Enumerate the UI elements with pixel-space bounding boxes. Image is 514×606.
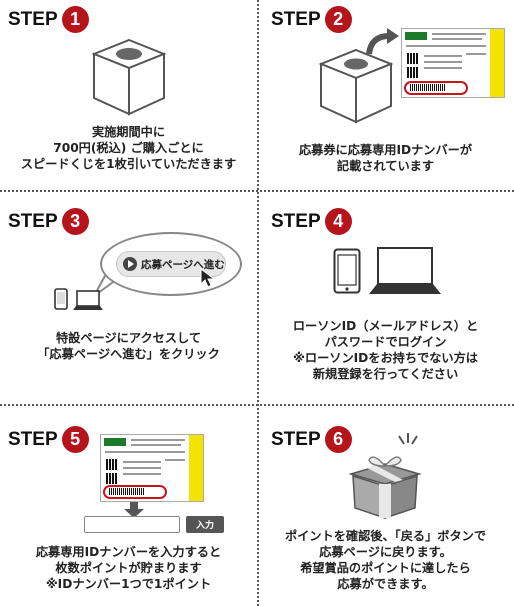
id-number-input[interactable]	[84, 516, 180, 533]
proceed-to-entry-button[interactable]: 応募ページへ進む	[116, 251, 226, 277]
step-label: STEP	[8, 210, 58, 232]
coupon-line	[466, 53, 486, 55]
caption-line: 特設ページにアクセスして	[55, 331, 202, 345]
coupon-line	[123, 467, 161, 469]
id-number-highlight	[404, 81, 468, 95]
coupon-line	[165, 459, 185, 461]
step-number-badge: 4	[324, 208, 352, 235]
coupon-line	[406, 45, 486, 47]
step-1-panel: STEP 1 実施期間中に 700円(税込) ご購入ごとに スピードくじを1枚引…	[0, 0, 257, 202]
step-number-badge: 3	[61, 208, 89, 235]
play-icon	[123, 257, 137, 271]
step-5-heading: STEP 5	[8, 426, 89, 453]
smartphone-icon	[333, 248, 361, 294]
down-arrow-icon	[124, 502, 144, 518]
step-label: STEP	[271, 428, 321, 450]
step-1-caption: 実施期間中に 700円(税込) ご購入ごとに スピードくじを1枚引いていただきま…	[0, 124, 257, 172]
coupon-yellow-strip	[490, 29, 504, 97]
laptop-icon	[73, 290, 103, 310]
step-2-heading: STEP 2	[271, 6, 352, 33]
caption-line: パスワードでログイン	[324, 335, 447, 349]
step-4-caption: ローソンID（メールアドレス）と パスワードでログイン ※ローソンIDをお持ちで…	[257, 318, 514, 382]
coupon-image	[100, 434, 204, 502]
step-label: STEP	[8, 428, 58, 450]
lottery-box-icon	[92, 38, 166, 116]
qr-code-icon	[407, 67, 418, 78]
coupon-line	[424, 61, 462, 63]
id-number-highlight	[103, 485, 167, 499]
qr-code-icon	[106, 459, 117, 470]
qr-code-icon	[407, 53, 418, 64]
cursor-arrow-icon	[200, 268, 216, 288]
caption-line: 新規登録を行ってください	[312, 367, 459, 381]
proceed-to-entry-label: 応募ページへ進む	[141, 258, 225, 271]
step-3-panel: STEP 3 応募ページへ進む 特設ページにアクセスして 「応募ページへ進む」を…	[0, 202, 257, 404]
caption-line: スピードくじを1枚引いていただきます	[20, 157, 237, 171]
coupon-line	[432, 33, 486, 35]
lottery-box-icon	[319, 48, 393, 124]
coupon-line	[123, 461, 161, 463]
step-6-panel: STEP 6 ポイントを確認後、「戻る」ボタンで 応募ページに戻ります。 希望賞…	[257, 404, 514, 606]
step-label: STEP	[271, 8, 321, 30]
caption-line: ローソンID（メールアドレス）と	[292, 319, 479, 333]
step-5-caption: 応募専用IDナンバーを入力すると 枚数ポイントが貯まります ※IDナンバー1つで…	[0, 544, 257, 592]
caption-line: 応募専用IDナンバーを入力すると	[35, 545, 222, 559]
step-3-caption: 特設ページにアクセスして 「応募ページへ進む」をクリック	[0, 330, 257, 362]
curved-arrow-icon	[366, 28, 399, 55]
step-number-badge: 1	[61, 6, 89, 33]
step-number-badge: 5	[61, 426, 89, 453]
submit-id-button[interactable]: 入力	[186, 516, 224, 533]
divider-column	[257, 0, 259, 606]
caption-line: 応募ができます。	[337, 577, 434, 591]
coupon-line	[424, 55, 462, 57]
step-label: STEP	[8, 8, 58, 30]
speech-bubble: 応募ページへ進む	[100, 232, 242, 296]
caption-line: 枚数ポイントが貯まります	[55, 561, 202, 575]
coupon-line	[131, 439, 185, 441]
step-label: STEP	[271, 210, 321, 232]
coupon-image	[401, 28, 505, 98]
caption-line: 700円(税込) ご購入ごとに	[53, 141, 204, 155]
step-number-badge: 2	[324, 6, 352, 33]
coupon-tag	[104, 438, 126, 446]
step-2-panel: STEP 2 応募券に応募専用	[257, 0, 514, 202]
coupon-line	[131, 444, 181, 446]
step-4-heading: STEP 4	[271, 208, 352, 235]
caption-line: 記載されています	[336, 159, 435, 173]
caption-line: 応募ページに戻ります。	[319, 545, 452, 559]
laptop-icon	[369, 247, 441, 294]
caption-line: ※IDナンバー1つで1ポイント	[45, 577, 212, 591]
barcode-icon	[410, 84, 446, 91]
coupon-line	[432, 38, 482, 40]
barcode-icon	[109, 488, 145, 495]
step-number-badge: 6	[324, 426, 352, 453]
coupon-line	[123, 473, 161, 475]
step-6-heading: STEP 6	[271, 426, 352, 453]
coupon-tag	[405, 32, 427, 40]
coupon-yellow-strip	[189, 435, 203, 501]
caption-line: 応募券に応募専用IDナンバーが	[298, 143, 473, 157]
caption-line: 実施期間中に	[91, 125, 166, 139]
step-6-caption: ポイントを確認後、「戻る」ボタンで 応募ページに戻ります。 希望賞品のポイントに…	[257, 528, 514, 592]
coupon-line	[424, 67, 462, 69]
gift-box-icon	[349, 456, 421, 520]
coupon-line	[105, 451, 185, 453]
caption-line: 希望賞品のポイントに達したら	[300, 561, 471, 575]
step-4-panel: STEP 4 ローソンID（メールアドレス）と パスワードでログイン ※ローソン…	[257, 202, 514, 404]
caption-line: 「応募ページへ進む」をクリック	[37, 347, 220, 361]
step-1-heading: STEP 1	[8, 6, 89, 33]
step-3-heading: STEP 3	[8, 208, 89, 235]
caption-line: ポイントを確認後、「戻る」ボタンで	[284, 529, 487, 543]
sparkle-lines-icon	[398, 433, 418, 445]
caption-line: ※ローソンIDをお持ちでない方は	[293, 351, 478, 365]
qr-code-icon	[106, 473, 117, 484]
step-5-panel: STEP 5 入力 応募専用IDナンバーを入力すると 枚数ポイントが貯まりま	[0, 404, 257, 606]
step-2-caption: 応募券に応募専用IDナンバーが 記載されています	[257, 142, 514, 174]
smartphone-icon	[54, 288, 68, 310]
